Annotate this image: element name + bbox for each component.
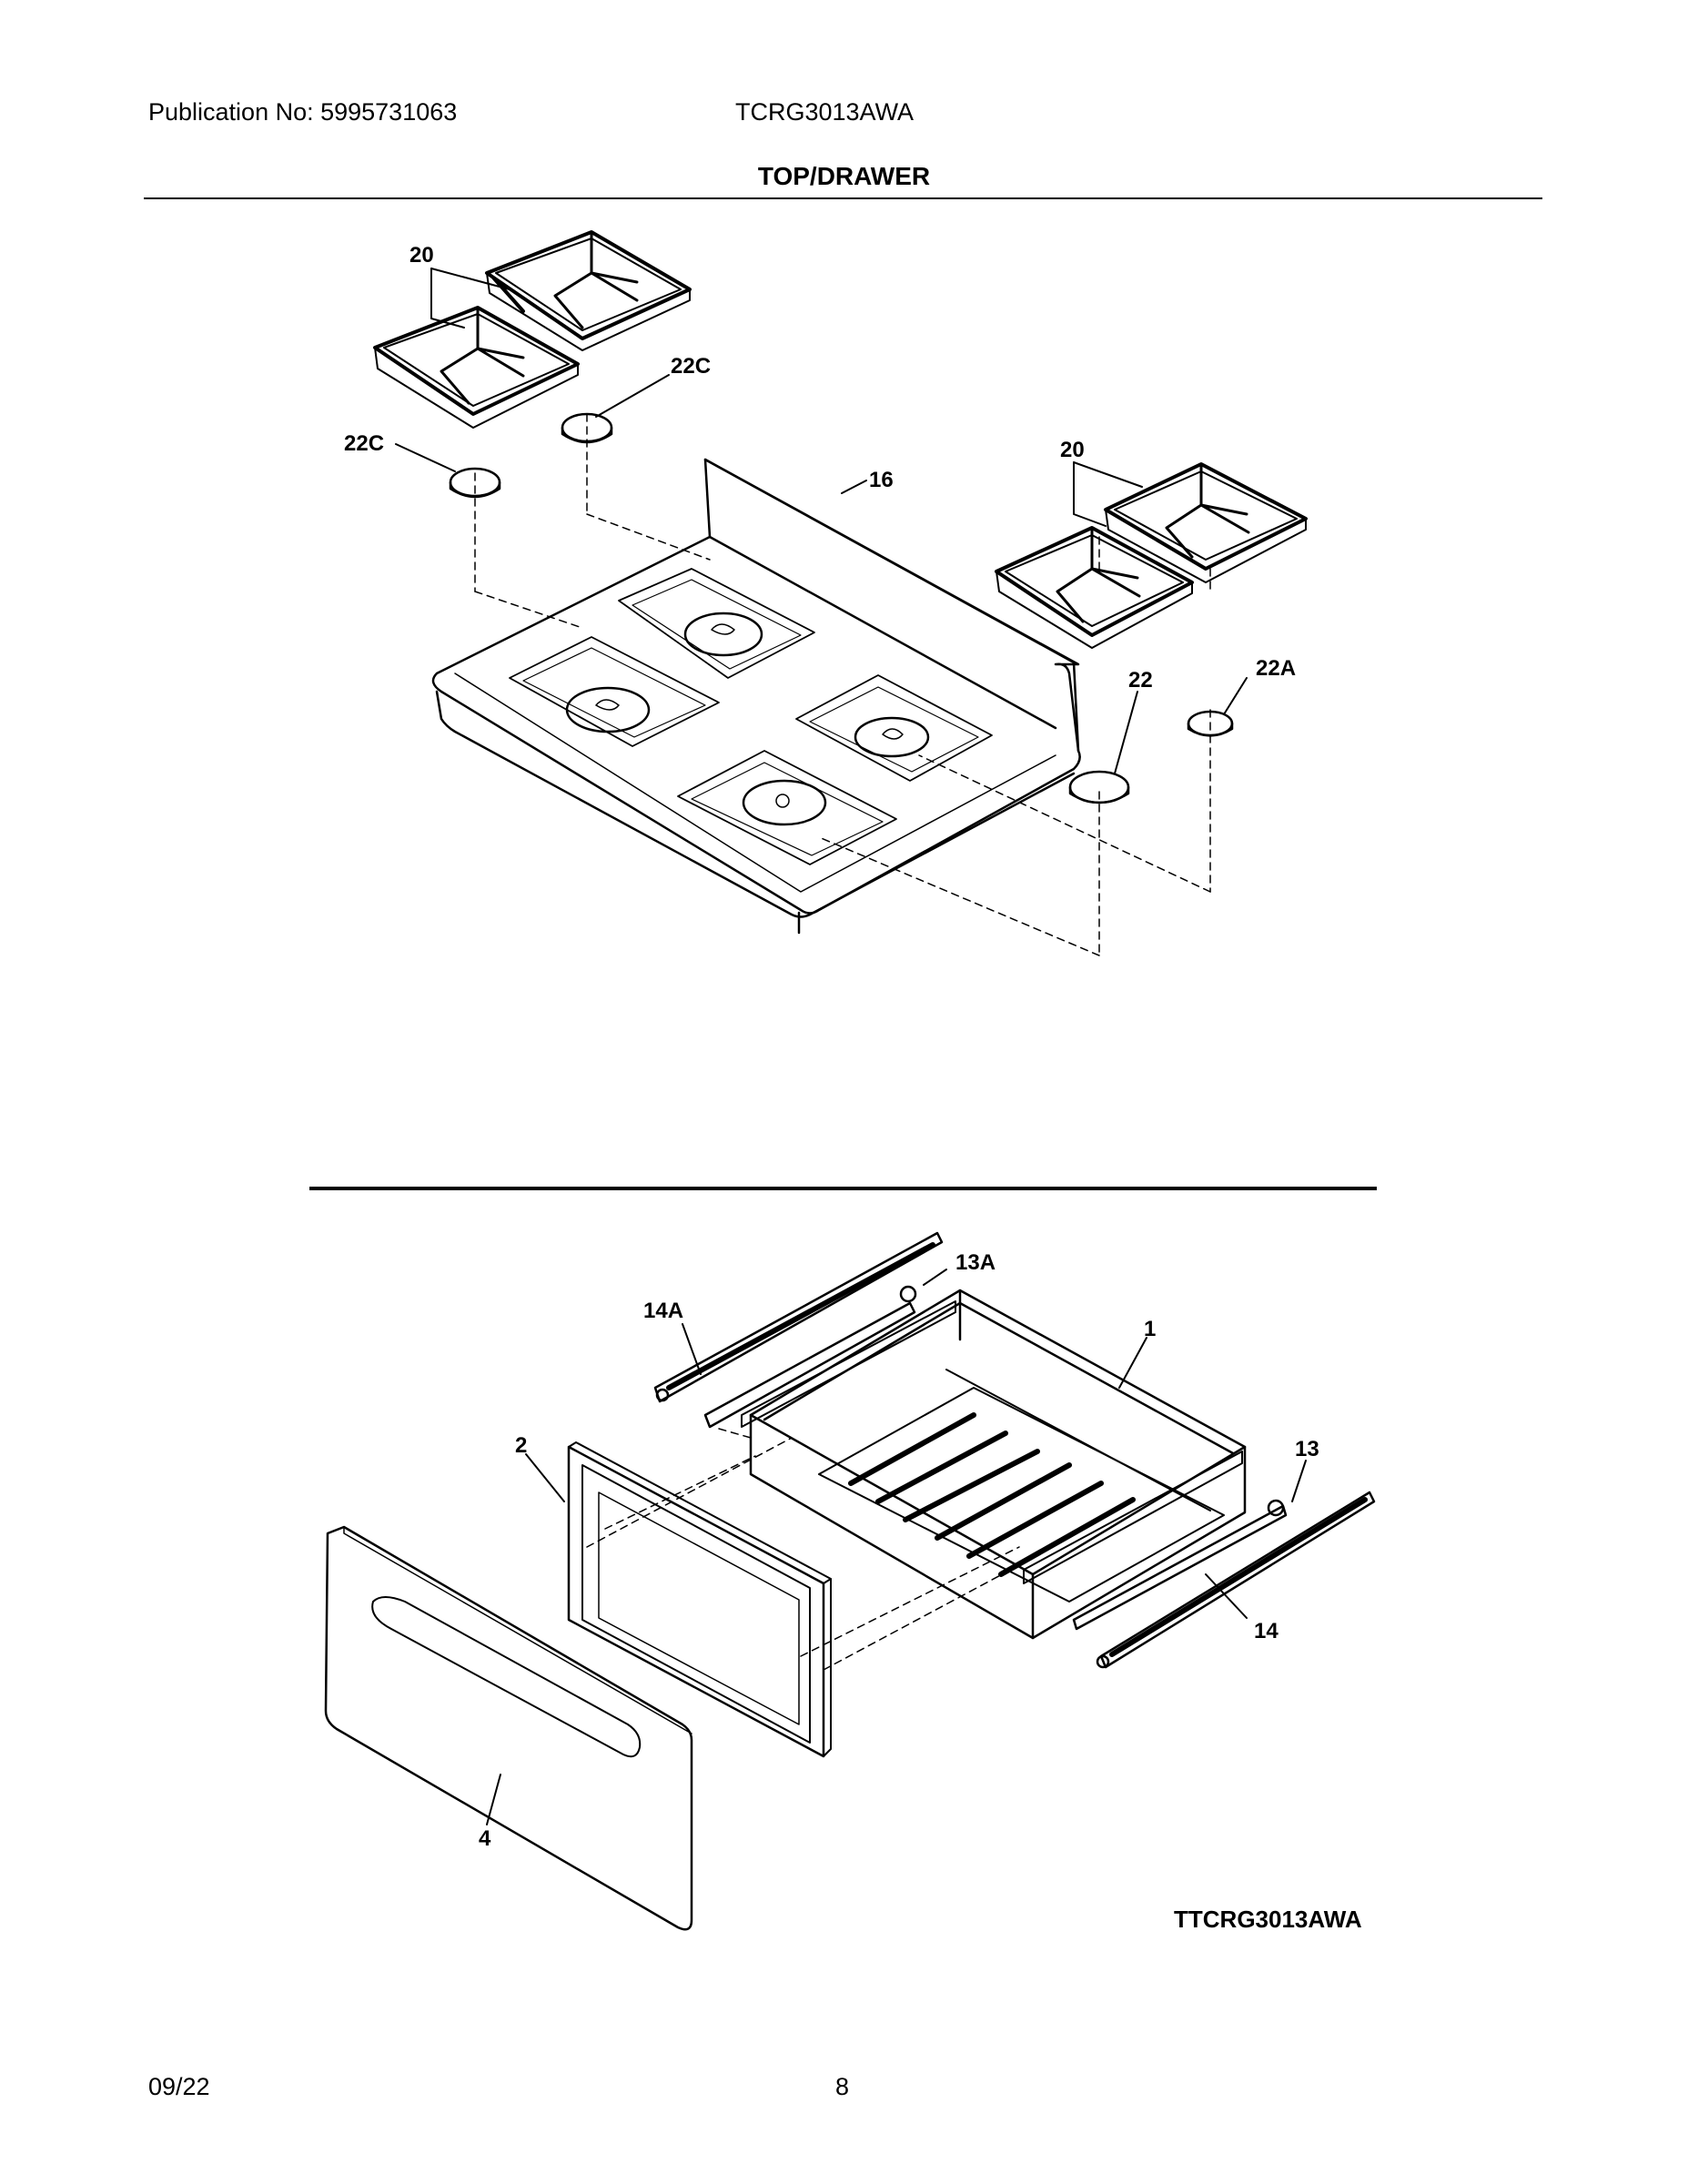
callout-20-left: 20	[409, 243, 434, 268]
callout-22a: 22A	[1256, 656, 1296, 681]
callout-4: 4	[479, 1826, 491, 1851]
section-title: TOP/DRAWER	[757, 162, 931, 190]
grate-left-pair	[373, 230, 692, 429]
callout-2: 2	[515, 1433, 527, 1458]
callout-13a: 13A	[955, 1250, 996, 1275]
slide-rail-lower	[1072, 1491, 1376, 1669]
leader-lines-drawer	[486, 1269, 1307, 1825]
drawer-inner-panel	[567, 1441, 832, 1758]
callout-16: 16	[869, 468, 894, 492]
section-divider	[309, 1187, 1377, 1190]
callout-13: 13	[1295, 1437, 1319, 1461]
callout-22: 22	[1128, 668, 1153, 693]
slide-rail-upper	[653, 1231, 944, 1429]
alignment-lines-drawer	[586, 1428, 1020, 1671]
alignment-lines-top	[474, 413, 1211, 956]
drawer-front	[324, 1525, 693, 1931]
header-rule	[144, 197, 1542, 199]
callout-22c-upper: 22C	[671, 354, 711, 379]
leader-lines-top	[395, 268, 1248, 774]
callout-1: 1	[1144, 1317, 1156, 1341]
cooktop-main-top	[431, 458, 1081, 935]
page-number: 8	[835, 2073, 850, 2100]
callout-14: 14	[1254, 1619, 1279, 1643]
diagram-code: TTCRG3013AWA	[1174, 1906, 1362, 1933]
burner-caps	[449, 412, 1234, 804]
publication-number: Publication No: 5995731063	[148, 98, 458, 126]
callout-14a: 14A	[643, 1299, 683, 1323]
grate-right-pair	[995, 462, 1308, 649]
callout-20-right: 20	[1060, 438, 1085, 462]
callout-22c-left: 22C	[344, 431, 384, 456]
model-number: TCRG3013AWA	[735, 98, 915, 126]
footer-date: 09/22	[148, 2073, 210, 2100]
drawer-box	[741, 1289, 1247, 1640]
